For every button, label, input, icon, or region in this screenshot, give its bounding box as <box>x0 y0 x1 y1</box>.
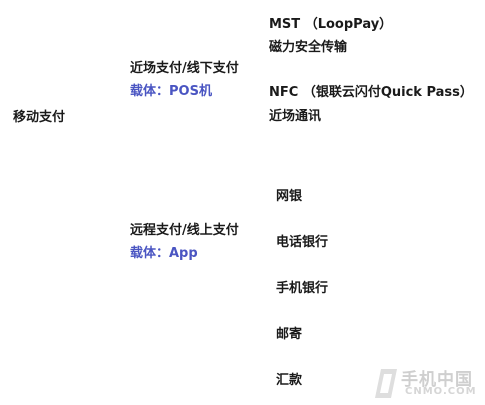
leaf-online-banking: 网银 <box>276 189 303 204</box>
leaf-mst-subtitle: 磁力安全传输 <box>269 40 348 55</box>
leaf-phone-banking: 电话银行 <box>276 235 329 250</box>
branch-remote-carrier: 载体：App <box>130 246 198 261</box>
leaf-nfc-subtitle: 近场通讯 <box>269 109 322 124</box>
branch-near-field-title: 近场支付/线下支付 <box>130 61 239 76</box>
leaf-mail: 邮寄 <box>276 327 303 342</box>
leaf-nfc-title: NFC （银联云闪付Quick Pass） <box>269 85 473 100</box>
leaf-remittance: 汇款 <box>276 373 303 388</box>
root-node: 移动支付 <box>13 110 66 125</box>
watermark-text: 手机中国 <box>401 370 473 390</box>
leaf-mst-title: MST （LoopPay） <box>269 17 393 32</box>
cnmo-watermark: 手机中国 CNMO.COM <box>371 365 479 401</box>
cnmo-logo-icon <box>375 369 397 398</box>
leaf-mobile-banking: 手机银行 <box>276 281 329 296</box>
branch-near-field-carrier: 载体：POS机 <box>130 84 212 99</box>
watermark-subtext: CNMO.COM <box>405 386 477 397</box>
branch-remote-title: 远程支付/线上支付 <box>130 223 239 238</box>
